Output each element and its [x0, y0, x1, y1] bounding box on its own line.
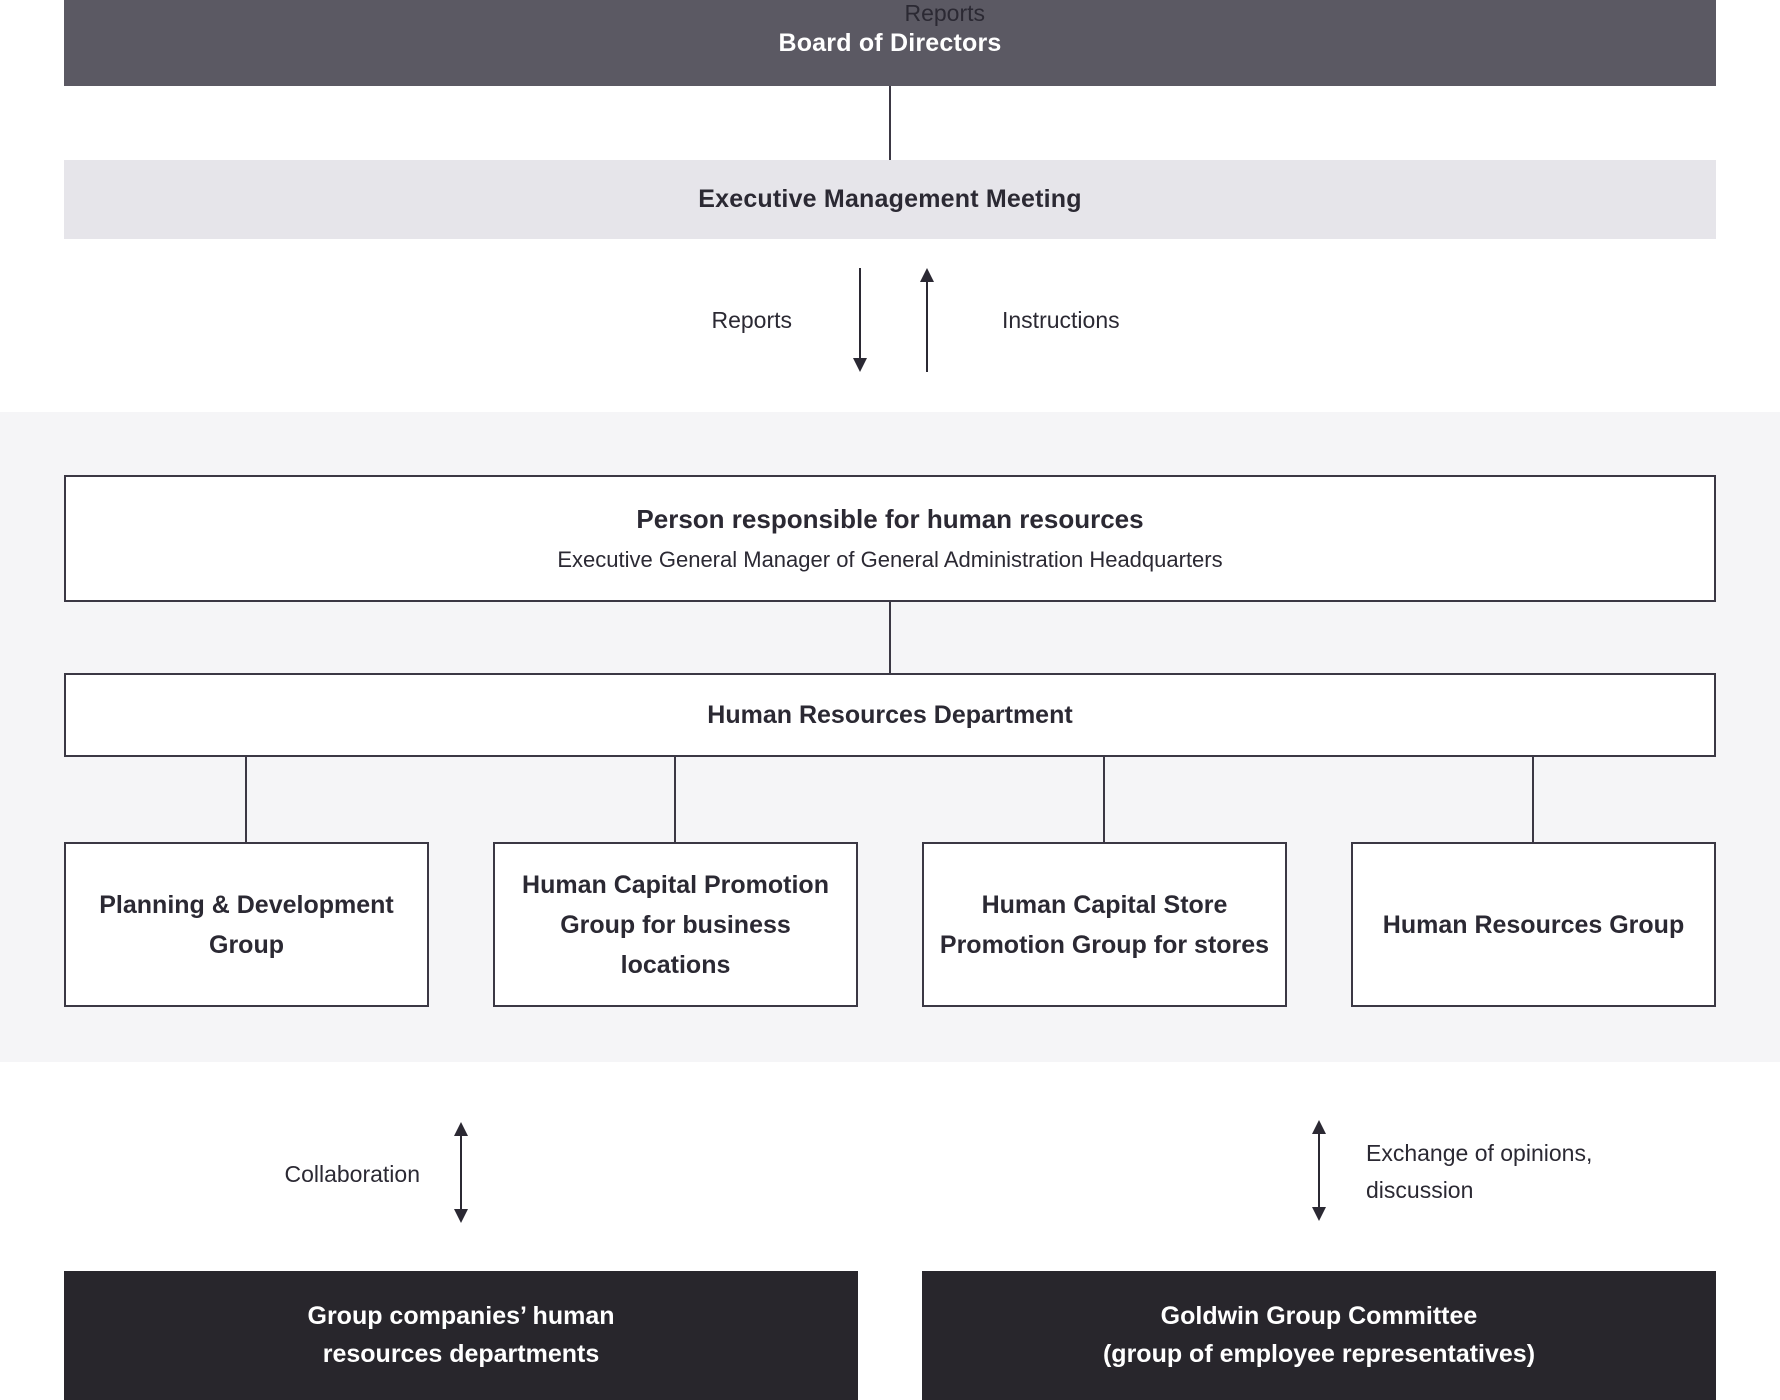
- instructions-label: Instructions: [1002, 307, 1120, 333]
- instructions-up-arrow-icon: [920, 268, 934, 282]
- exchange-label-block: Exchange of opinions, discussion: [1366, 1135, 1592, 1209]
- instructions-up-arrow-stem: [926, 282, 928, 372]
- group-box-planning-development: Planning & Development Group: [64, 842, 429, 1007]
- reports-down-arrow-stem: [859, 268, 861, 358]
- board-of-directors-box: Board of Directors: [64, 0, 1716, 86]
- group-box-human-resources-group: Human Resources Group: [1351, 842, 1716, 1007]
- person-responsible-box: Person responsible for human resources E…: [64, 475, 1716, 602]
- reports-label: Reports: [711, 307, 792, 333]
- person-responsible-subtitle: Executive General Manager of General Adm…: [557, 547, 1223, 572]
- group-label: Human Capital Promotion Group for busine…: [522, 870, 829, 979]
- goldwin-committee-line2: (group of employee representatives): [1102, 1340, 1536, 1368]
- executive-management-meeting-label: Executive Management Meeting: [698, 185, 1082, 213]
- group-box-human-capital-promotion: Human Capital Promotion Group for busine…: [493, 842, 858, 1007]
- group-companies-hr-line2: resources departments: [322, 1340, 600, 1368]
- group-label: Human Resources Group: [1382, 910, 1685, 939]
- group-companies-hr-line1: Group companies’ human: [307, 1302, 615, 1330]
- exchange-double-arrow-top-icon: [1312, 1120, 1326, 1134]
- collaboration-double-arrow-top-icon: [454, 1122, 468, 1136]
- board-of-directors-label: Board of Directors: [778, 28, 1002, 57]
- group-label: Planning & Development Group: [99, 890, 394, 959]
- reports-down-arrow-icon: [853, 358, 867, 372]
- connector-person-to-hr: [889, 602, 891, 673]
- connector-hr-to-group-4: [1532, 757, 1534, 842]
- collaboration-label: Collaboration: [284, 1161, 420, 1187]
- group-companies-hr-departments-box: Group companies’ human resources departm…: [64, 1271, 858, 1400]
- exchange-label-line1: Exchange of opinions,: [1366, 1140, 1593, 1166]
- exchange-double-arrow-bottom-icon: [1312, 1207, 1326, 1221]
- connector-hr-to-group-2: [674, 757, 676, 842]
- group-label: Human Capital Store Promotion Group for …: [939, 890, 1270, 959]
- collaboration-double-arrow-stem: [460, 1134, 462, 1211]
- reports-label: Reports: [904, 0, 985, 26]
- hr-department-box: Human Resources Department: [64, 673, 1716, 757]
- goldwin-committee-line1: Goldwin Group Committee: [1160, 1302, 1478, 1330]
- person-responsible-title: Person responsible for human resources: [636, 504, 1144, 534]
- executive-management-meeting-box: Executive Management Meeting: [64, 160, 1716, 239]
- exchange-label-line2: discussion: [1366, 1177, 1474, 1203]
- connector-hr-to-group-3: [1103, 757, 1105, 842]
- hr-department-label: Human Resources Department: [707, 700, 1073, 729]
- connector-hr-to-group-1: [245, 757, 247, 842]
- collaboration-double-arrow-bottom-icon: [454, 1209, 468, 1223]
- exchange-double-arrow-stem: [1318, 1132, 1320, 1209]
- group-box-human-capital-store-promotion: Human Capital Store Promotion Group for …: [922, 842, 1287, 1007]
- goldwin-group-committee-box: Goldwin Group Committee (group of employ…: [922, 1271, 1716, 1400]
- connector-board-to-executive: [889, 86, 891, 160]
